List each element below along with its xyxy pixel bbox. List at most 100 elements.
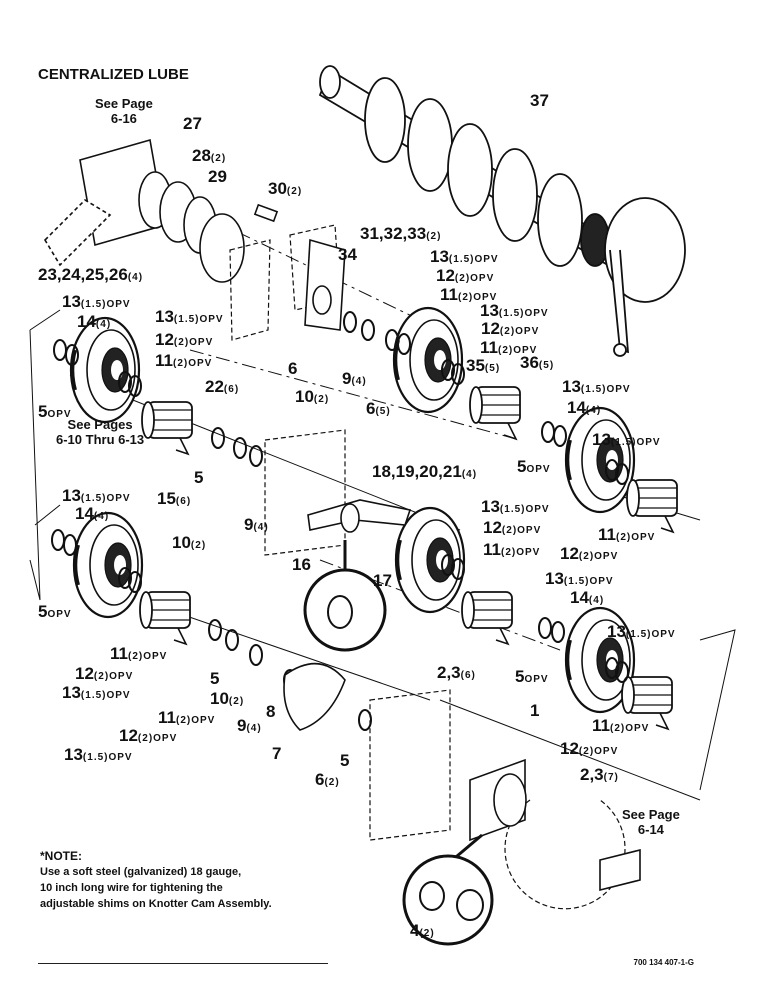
part-number: 13 <box>64 745 83 764</box>
part-callout: 7 <box>272 745 281 762</box>
part-quantity: OPV <box>526 464 551 475</box>
part-callout: 11(2)OPV <box>480 339 537 356</box>
part-number: 29 <box>208 167 227 186</box>
part-callout: 2,3(6) <box>437 664 476 681</box>
part-number: 12 <box>155 330 174 349</box>
part-quantity: (2)OPV <box>172 358 213 369</box>
part-quantity: (1.5)OPV <box>580 384 631 395</box>
part-callout: 5 <box>194 469 203 486</box>
part-quantity: (2)OPV <box>173 337 214 348</box>
part-number: 11 <box>155 351 173 370</box>
misc-parts <box>283 238 641 892</box>
part-callout: 13(1.5)OPV <box>62 293 131 310</box>
part-number: 12 <box>119 726 138 745</box>
part-number: 10 <box>210 689 229 708</box>
part-quantity: (7) <box>603 772 619 783</box>
part-number: 5 <box>210 669 220 688</box>
part-quantity: (2)OPV <box>454 273 495 284</box>
part-callout: 18,19,20,21(4) <box>372 463 477 480</box>
part-number: 12 <box>483 518 502 537</box>
part-callout: 11(2)OPV <box>598 526 655 543</box>
part-number: 27 <box>183 114 202 133</box>
part-number: 13 <box>562 377 581 396</box>
part-number: 13 <box>607 622 626 641</box>
part-number: 12 <box>75 664 94 683</box>
ref-text: See Page 6-16 <box>95 96 153 126</box>
part-callout: 31,32,33(2) <box>360 225 441 242</box>
part-quantity: (2)OPV <box>615 532 656 543</box>
part-quantity: (2) <box>324 777 340 788</box>
part-callout: 11(2)OPV <box>110 645 167 662</box>
part-number: 13 <box>430 247 449 266</box>
part-number: 5 <box>194 468 204 487</box>
part-callout: 11(2)OPV <box>158 709 215 726</box>
part-number: 13 <box>592 430 611 449</box>
part-number: 12 <box>560 739 579 758</box>
part-callout: 13(1.5)OPV <box>592 431 661 448</box>
part-quantity: (4) <box>461 469 478 480</box>
part-callout: 14(4) <box>75 505 109 522</box>
part-number: 28 <box>192 146 211 165</box>
part-quantity: (2)OPV <box>127 651 168 662</box>
part-number: 13 <box>62 486 81 505</box>
ref-text: See Pages 6-10 Thru 6-13 <box>56 417 145 447</box>
part-callout: 37 <box>530 92 549 109</box>
part-number: 9 <box>237 716 247 735</box>
part-number: 16 <box>292 555 311 574</box>
part-callout: 9(4) <box>244 516 269 533</box>
part-number: 35 <box>466 356 485 375</box>
part-quantity: (4) <box>93 511 110 522</box>
gearbox-housing <box>43 138 279 283</box>
part-callout: 36(5) <box>520 354 554 371</box>
part-quantity: (1.5)OPV <box>80 690 131 701</box>
figure-number: 700 134 407-1-G <box>633 958 695 967</box>
part-number: 11 <box>598 525 616 544</box>
part-quantity: OPV <box>524 674 549 685</box>
part-callout: 11(2)OPV <box>155 352 212 369</box>
part-quantity: (4) <box>246 723 262 734</box>
part-number: 12 <box>481 319 500 338</box>
part-quantity: (2)OPV <box>457 292 498 303</box>
part-quantity: (1.5)OPV <box>610 437 661 448</box>
part-quantity: (5) <box>484 363 501 374</box>
part-number: 7 <box>272 744 282 763</box>
note-heading: *NOTE: <box>40 849 82 863</box>
ref-text: See Page 6-14 <box>622 807 680 837</box>
part-number: 11 <box>480 338 498 357</box>
part-callout: 11(2)OPV <box>483 541 540 558</box>
see-page-ref-top: See Page 6-16 <box>95 96 153 127</box>
part-callout: 13(1.5)OPV <box>62 487 131 504</box>
part-callout: 5OPV <box>38 403 72 420</box>
part-callout: 11(2)OPV <box>440 286 497 303</box>
part-quantity: (1.5)OPV <box>498 308 549 319</box>
part-callout: 8 <box>266 703 275 720</box>
part-number: 11 <box>110 644 128 663</box>
part-callout: 2,3(7) <box>580 766 619 783</box>
part-quantity: (4) <box>351 376 367 387</box>
note-line: adjustable shims on Knotter Cam Assembly… <box>40 898 272 911</box>
part-callout: 28(2) <box>192 147 226 164</box>
part-callout: 13(1.5)OPV <box>545 570 614 587</box>
part-number: 14 <box>77 312 96 331</box>
part-number: 15 <box>157 489 176 508</box>
part-callout: 12(2)OPV <box>560 740 618 757</box>
part-quantity: (1.5)OPV <box>448 254 499 265</box>
part-number: 13 <box>62 292 81 311</box>
part-quantity: (4) <box>95 319 112 330</box>
part-callout: 1 <box>530 702 539 719</box>
part-number: 22 <box>205 377 224 396</box>
footer-rule <box>38 963 328 964</box>
part-number: 12 <box>560 544 579 563</box>
part-quantity: (2) <box>313 394 330 405</box>
part-callout: 14(4) <box>567 399 601 416</box>
part-number: 5 <box>340 751 350 770</box>
part-callout: 13(1.5)OPV <box>64 746 133 763</box>
part-callout: 30(2) <box>268 180 302 197</box>
part-quantity: (2)OPV <box>499 326 540 337</box>
part-quantity: (2)OPV <box>497 345 538 356</box>
part-quantity: (2) <box>190 540 207 551</box>
part-number: 5 <box>38 602 48 621</box>
part-number: 10 <box>172 533 191 552</box>
part-callout: 12(2)OPV <box>481 320 539 337</box>
